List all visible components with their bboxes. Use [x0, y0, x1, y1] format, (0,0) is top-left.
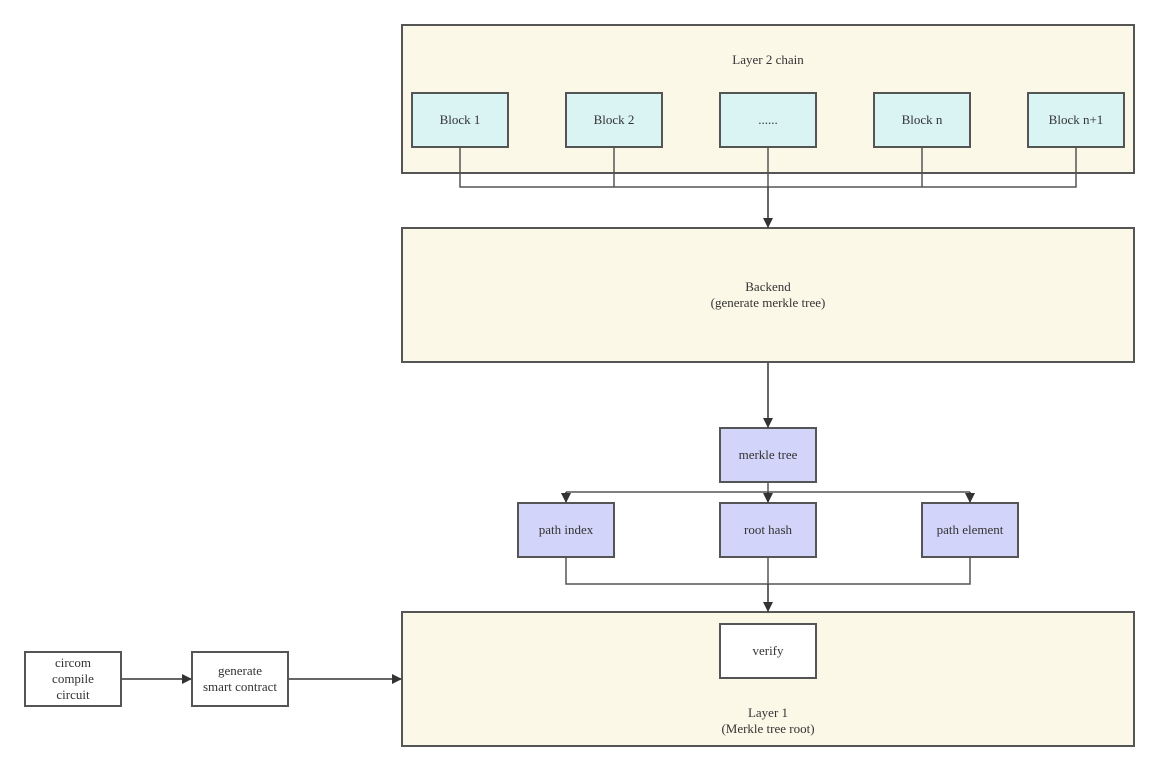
path-element-label: path element [936, 522, 1004, 537]
layer2-chain-title: Layer 2 chain [732, 52, 804, 67]
layer1-label: Layer 1 (Merkle tree root) [721, 705, 815, 736]
block-1: Block 1 [411, 92, 509, 148]
verify-label: verify [752, 643, 784, 658]
block-ellipsis-label: ...... [758, 112, 778, 127]
circom-compile-node: circom compile circuit [24, 651, 122, 707]
block-n-plus-1-label: Block n+1 [1048, 112, 1104, 127]
block-n-plus-1: Block n+1 [1027, 92, 1125, 148]
block-2: Block 2 [565, 92, 663, 148]
block-n-label: Block n [901, 112, 943, 127]
merkle-tree-node: merkle tree [719, 427, 817, 483]
verify-node: verify [719, 623, 817, 679]
merkle-tree-label: merkle tree [738, 447, 798, 462]
backend-container: Backend (generate merkle tree) [401, 227, 1135, 363]
block-n-plus-1-connector [768, 148, 1077, 188]
block-1-label: Block 1 [439, 112, 481, 127]
path-index-node: path index [517, 502, 615, 558]
backend-label: Backend (generate merkle tree) [710, 279, 826, 310]
path-index-label: path index [538, 522, 594, 537]
block-ellipsis: ...... [719, 92, 817, 148]
root-hash-node: root hash [719, 502, 817, 558]
root-hash-label: root hash [743, 522, 793, 537]
circom-compile-label: circom compile circuit [52, 655, 94, 702]
block-1-connector [459, 148, 768, 188]
generate-contract-node: generate smart contract [191, 651, 289, 707]
path-element-node: path element [921, 502, 1019, 558]
block-2-label: Block 2 [593, 112, 635, 127]
block-n: Block n [873, 92, 971, 148]
generate-contract-label: generate smart contract [203, 663, 277, 694]
